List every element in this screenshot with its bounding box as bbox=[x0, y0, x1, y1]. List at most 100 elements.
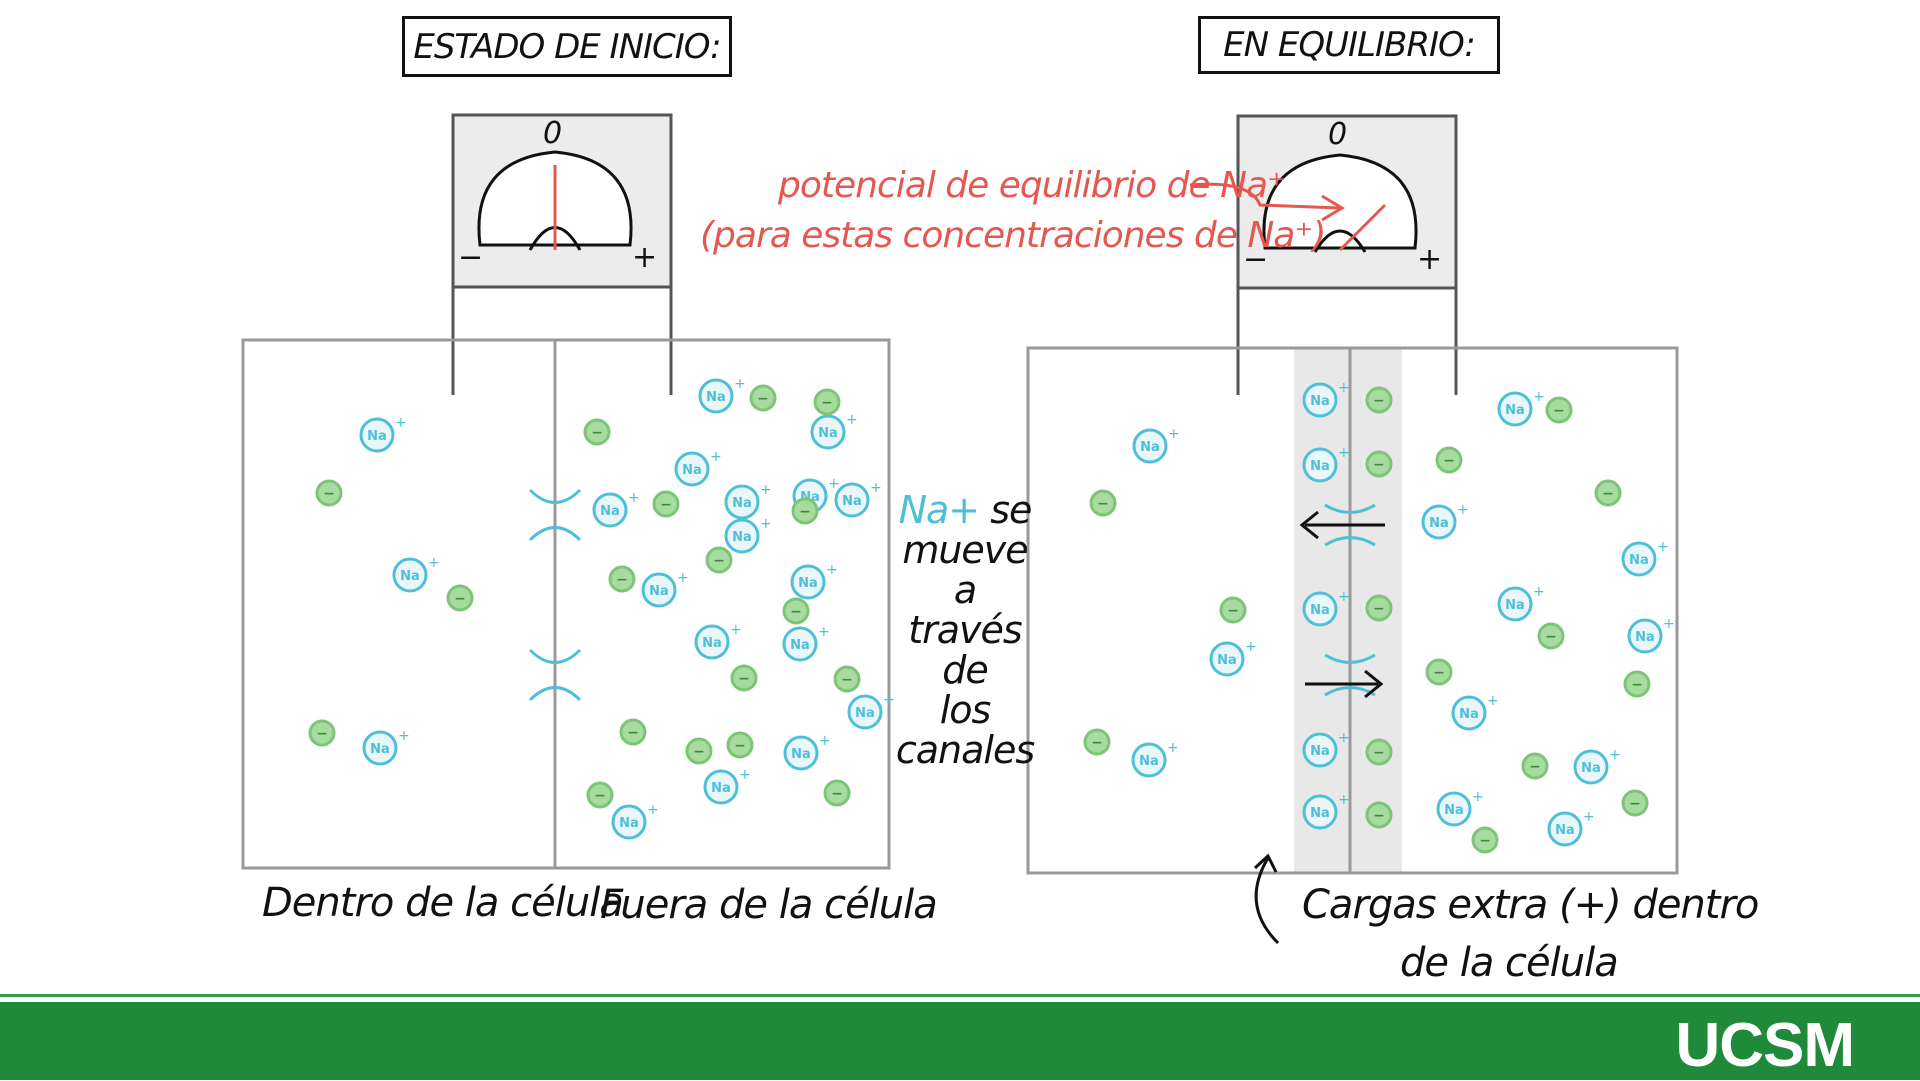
anion: − bbox=[782, 597, 810, 625]
sodium-ion: Na+ bbox=[362, 728, 410, 766]
sodium-ion-charge: + bbox=[818, 624, 830, 640]
footer-divider bbox=[0, 994, 1920, 997]
sodium-ion-label: Na bbox=[1310, 744, 1330, 759]
sodium-ion-label: Na bbox=[1217, 653, 1237, 668]
sodium-ion-label: Na bbox=[1310, 603, 1330, 618]
anion: − bbox=[583, 418, 611, 446]
sodium-ion-label: Na bbox=[818, 426, 838, 441]
sodium-ion: Na+ bbox=[790, 562, 838, 600]
anion-sign: − bbox=[1227, 603, 1239, 619]
anion: − bbox=[1219, 596, 1247, 624]
start-meter-zero: 0 bbox=[543, 116, 562, 151]
sodium-ion-label: Na bbox=[1310, 459, 1330, 474]
start-state-title: ESTADO DE INICIO: bbox=[402, 16, 732, 77]
anion: − bbox=[685, 737, 713, 765]
anion-sign: − bbox=[1553, 403, 1565, 419]
equilibrium-title: EN EQUILIBRIO: bbox=[1198, 16, 1500, 74]
ion-layer: Na + Na + Na + Na + Na + Na + Na + Na + Na + Na + Na + Na + Na + N… bbox=[308, 376, 1675, 854]
anion-sign: − bbox=[713, 553, 725, 569]
anion-sign: − bbox=[821, 395, 833, 411]
sodium-ion-label: Na bbox=[619, 816, 639, 831]
sodium-ion-charge: + bbox=[1167, 740, 1179, 756]
sodium-ion-charge: + bbox=[1472, 789, 1484, 805]
anion-sign: − bbox=[660, 497, 672, 513]
sodium-ion-charge: + bbox=[1457, 502, 1469, 518]
sodium-ion-charge: + bbox=[739, 767, 751, 783]
anion: − bbox=[1425, 658, 1453, 686]
sodium-ion-charge: + bbox=[846, 412, 858, 428]
anion-sign: − bbox=[1373, 457, 1385, 473]
sodium-ion: Na+ bbox=[1302, 730, 1350, 768]
sodium-ion: Na+ bbox=[1302, 792, 1350, 830]
sodium-ion-label: Na bbox=[711, 781, 731, 796]
anion-sign: − bbox=[616, 572, 628, 588]
sodium-ion-label: Na bbox=[1459, 707, 1479, 722]
sodium-ion-charge: + bbox=[819, 733, 831, 749]
anion-sign: − bbox=[1443, 453, 1455, 469]
sodium-ion-label: Na bbox=[600, 504, 620, 519]
sodium-ion-label: Na bbox=[1505, 598, 1525, 613]
outside-cell-label: Fuera de la célula bbox=[600, 882, 938, 928]
anion: − bbox=[608, 565, 636, 593]
sodium-ion-label: Na bbox=[367, 429, 387, 444]
sodium-ion: Na+ bbox=[1497, 389, 1545, 427]
sodium-ion-label: Na bbox=[1140, 440, 1160, 455]
anion: − bbox=[652, 490, 680, 518]
annotation-line-2: (para estas concentraciones de Na⁺) bbox=[700, 215, 1326, 256]
anion: − bbox=[1594, 479, 1622, 507]
anion-sign: − bbox=[1373, 745, 1385, 761]
sodium-ion-charge: + bbox=[734, 376, 746, 392]
sodium-ion-charge: + bbox=[1245, 639, 1257, 655]
start-meter-plus: + bbox=[632, 240, 657, 275]
sodium-ion-charge: + bbox=[398, 728, 410, 744]
sodium-ion-label: Na bbox=[1139, 754, 1159, 769]
sodium-ion-charge: + bbox=[1663, 616, 1675, 632]
anion-sign: − bbox=[591, 425, 603, 441]
sodium-ion: Na + bbox=[703, 767, 751, 805]
sodium-ion: Na + bbox=[1302, 445, 1350, 483]
start-cell-box bbox=[241, 338, 891, 870]
anion-sign: − bbox=[323, 486, 335, 502]
sodium-ion: Na+ bbox=[1421, 502, 1469, 540]
anion: − bbox=[1435, 446, 1463, 474]
sodium-ion: Na+ bbox=[359, 415, 407, 453]
anion: − bbox=[315, 479, 343, 507]
anion-sign: − bbox=[831, 786, 843, 802]
sodium-ion-charge: + bbox=[1657, 539, 1669, 555]
sodium-ion-label: Na bbox=[706, 390, 726, 405]
equilibrium-title-text: EN EQUILIBRIO: bbox=[1223, 25, 1476, 65]
anion-sign: − bbox=[1373, 393, 1385, 409]
anion-sign: − bbox=[627, 725, 639, 741]
sodium-ion-charge: + bbox=[730, 622, 742, 638]
sodium-ion: Na+ bbox=[724, 482, 772, 520]
sodium-ion-charge: + bbox=[883, 692, 895, 708]
sodium-ion-charge: + bbox=[826, 562, 838, 578]
equilibrium-meter-minus: − bbox=[1243, 242, 1268, 277]
sodium-ion: Na+ bbox=[641, 570, 689, 608]
sodium-ion-label: Na bbox=[1444, 803, 1464, 818]
anion-sign: − bbox=[734, 738, 746, 754]
anion-sign: − bbox=[693, 744, 705, 760]
anion: − bbox=[586, 781, 614, 809]
movement-line-1: mueve a bbox=[902, 528, 1028, 612]
sodium-ion: Na+ bbox=[611, 802, 659, 840]
anion-sign: − bbox=[1602, 486, 1614, 502]
anion-sign: − bbox=[1373, 601, 1385, 617]
sodium-ion: Na+ bbox=[392, 555, 440, 593]
anion-sign: − bbox=[1629, 796, 1641, 812]
anion-sign: − bbox=[454, 591, 466, 607]
anion: − bbox=[1365, 386, 1393, 414]
equilibrium-cell-box bbox=[1026, 346, 1679, 875]
sodium-ion: Na+ bbox=[834, 480, 882, 518]
anion-sign: − bbox=[1479, 833, 1491, 849]
sodium-ion-charge: + bbox=[1583, 809, 1595, 825]
flux-arrows bbox=[1299, 510, 1385, 699]
anion-sign: − bbox=[1545, 629, 1557, 645]
sodium-ion-charge: + bbox=[1168, 426, 1180, 442]
sodium-ion: Na + bbox=[810, 412, 858, 450]
brand-logo: UCSM bbox=[1675, 1011, 1855, 1080]
sodium-ion: Na+ bbox=[1627, 616, 1675, 654]
sodium-ion-charge: + bbox=[1338, 445, 1350, 461]
sodium-ion: Na+ bbox=[694, 622, 742, 660]
anion: − bbox=[1365, 450, 1393, 478]
